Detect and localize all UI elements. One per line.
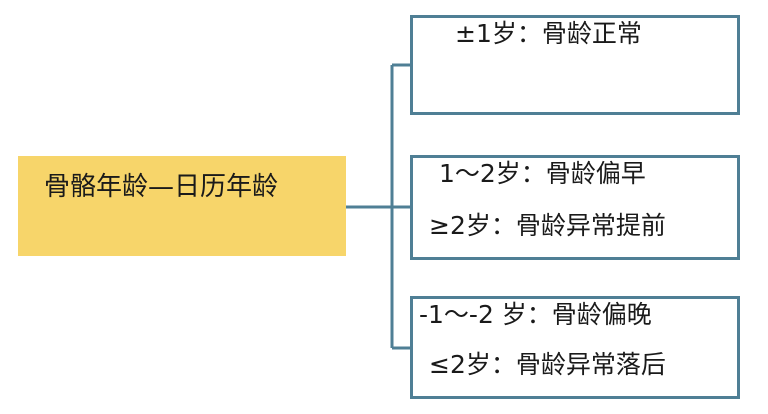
branch-line: -1～-2 岁：骨龄偏晚	[419, 300, 652, 329]
branch-line: ≤2岁：骨龄异常落后	[429, 350, 666, 379]
branch-node-advanced: 1～2岁：骨龄偏早 ≥2岁：骨龄异常提前	[410, 155, 740, 260]
branch-node-normal: ±1岁：骨龄正常	[410, 15, 740, 115]
branch-line: ≥2岁：骨龄异常提前	[429, 211, 666, 240]
branch-node-delayed: -1～-2 岁：骨龄偏晚 ≤2岁：骨龄异常落后	[410, 296, 740, 399]
root-label: 骨骼年龄—日历年龄	[44, 172, 279, 202]
root-node: 骨骼年龄—日历年龄	[18, 156, 346, 256]
branch-line: ±1岁：骨龄正常	[455, 19, 642, 48]
branch-line: 1～2岁：骨龄偏早	[439, 159, 646, 188]
